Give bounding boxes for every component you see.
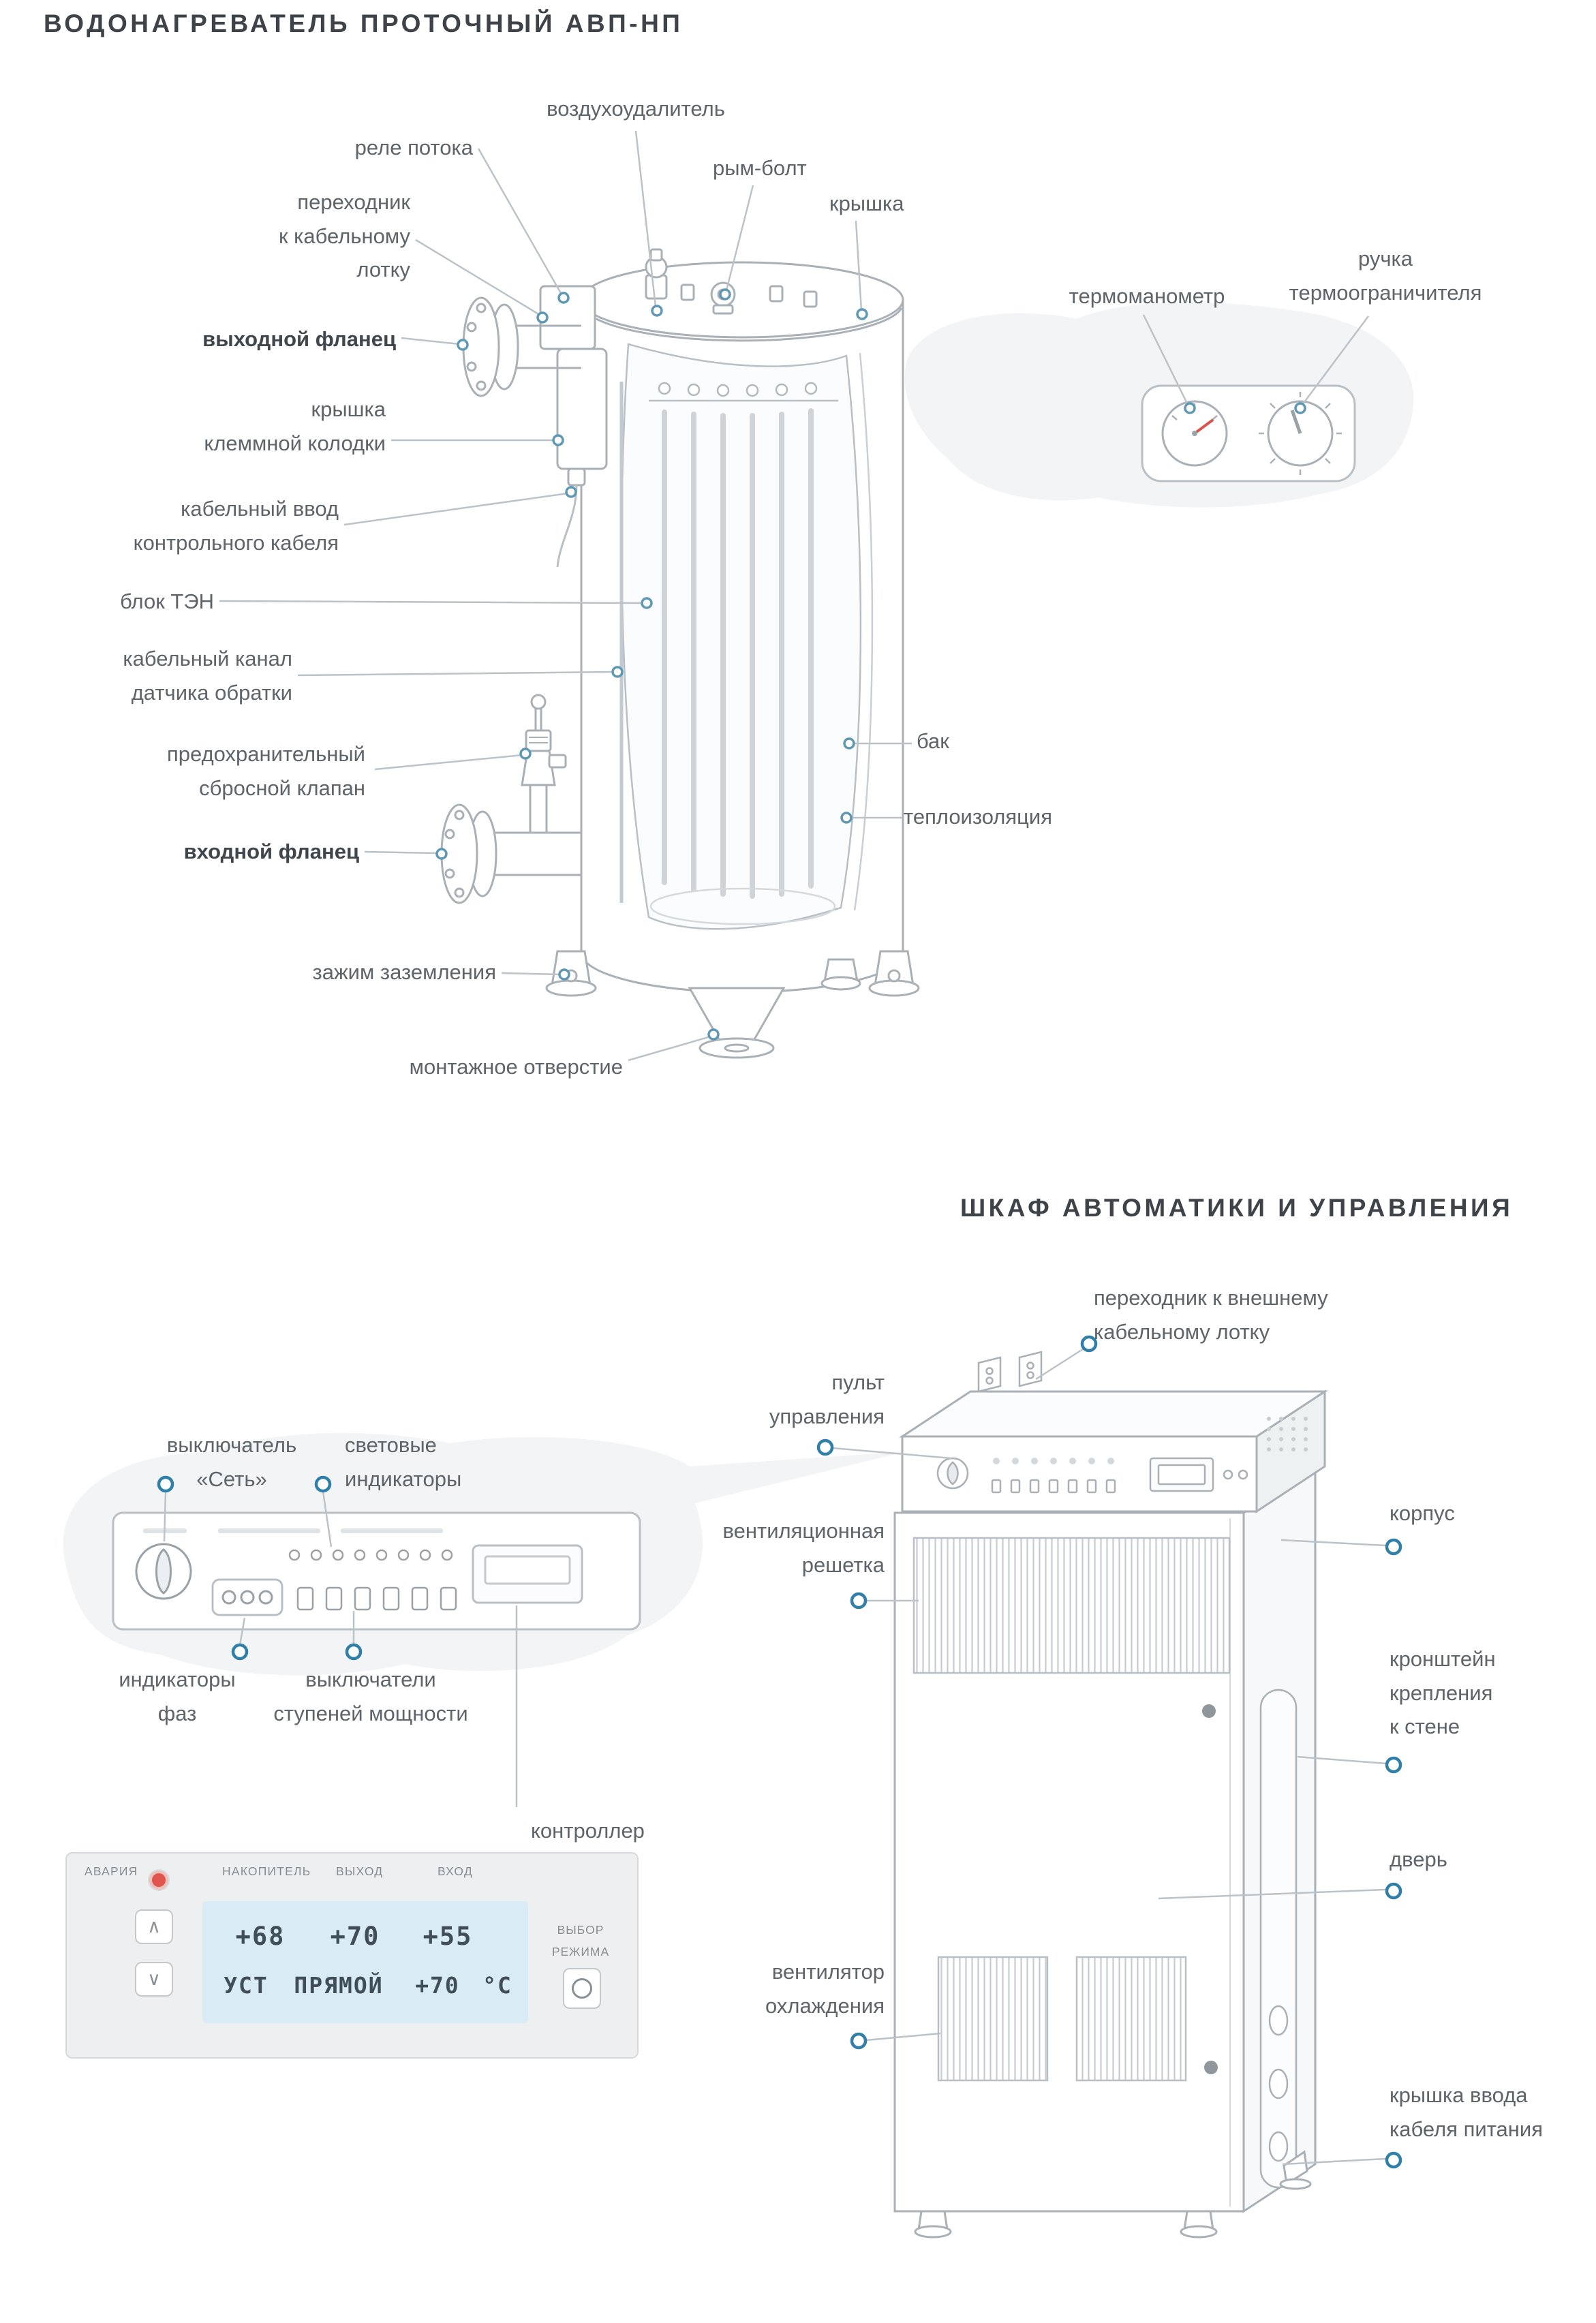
callout-terminal-cover: крышка клеммной колодки — [204, 397, 386, 455]
callout-stage-switches: выключатели ступеней мощности — [273, 1667, 468, 1725]
callout-ground-clamp: зажим заземления — [312, 960, 496, 984]
down-button[interactable]: ∨ — [135, 1962, 173, 1997]
mounting-cone — [688, 987, 786, 1047]
callout-thermomanometer: термоманометр — [1069, 284, 1225, 308]
pult-side-vents — [1267, 1417, 1308, 1451]
lcd-header-output: ВЫХОД — [336, 1864, 384, 1878]
controller-panel: АВАРИЯ НАКОПИТЕЛЬ ВЫХОД ВХОД ∧ ∨ +68 +70… — [65, 1852, 639, 2059]
callout-eye-bolt: рым-болт — [713, 156, 807, 180]
lcd-value-input: +55 — [423, 1922, 473, 1951]
air-vent-fitting — [645, 274, 668, 300]
callout-vent-grille: вентиляционная решетка — [722, 1519, 885, 1577]
callout-lid: крышка — [829, 191, 904, 215]
callout-mounting-hole: монтажное отверстие — [409, 1055, 623, 1079]
lcd-mode-direct: ПРЯМОЙ — [294, 1972, 384, 1999]
lcd-units: °С — [482, 1972, 512, 1999]
callout-external-tray-adapter: переходник к внешнему кабельному лотку — [1094, 1286, 1328, 1344]
lcd-display: +68 +70 +55 УСТ ПРЯМОЙ +70 °С — [202, 1901, 528, 2023]
door-lock-top — [1202, 1704, 1216, 1718]
thermomanometer-detail — [1141, 384, 1356, 482]
terminal-box — [556, 348, 608, 470]
heating-elements — [662, 408, 814, 899]
chevron-up-icon: ∧ — [147, 1916, 161, 1937]
callout-limiter-handle: ручка термоограничителя — [1289, 247, 1482, 305]
up-button[interactable]: ∧ — [135, 1909, 173, 1944]
callout-safety-valve: предохранительный сбросной клапан — [166, 742, 365, 800]
callout-heating-block: блок ТЭН — [120, 589, 214, 613]
callout-outlet-flange: выходной фланец — [202, 327, 396, 351]
chevron-down-icon: ∨ — [147, 1969, 161, 1989]
callout-controller: контроллер — [531, 1819, 645, 1843]
callout-insulation: теплоизоляция — [904, 805, 1053, 829]
cabinet-title: ШКАФ АВТОМАТИКИ И УПРАВЛЕНИЯ — [960, 1194, 1514, 1222]
callout-tank: бак — [917, 729, 949, 753]
callout-air-vent: воздухоудалитель — [547, 97, 725, 121]
lcd-header-input: ВХОД — [438, 1864, 473, 1878]
mode-select-button[interactable] — [563, 1968, 601, 2009]
callout-wall-bracket: кронштейн крепления к стене — [1390, 1647, 1496, 1739]
callout-light-indicators: световые индикаторы — [345, 1433, 462, 1491]
cable-tray-bracket — [977, 1351, 1043, 1393]
callout-flow-relay: реле потока — [354, 136, 473, 159]
callout-control-panel: пульт управления — [769, 1370, 885, 1428]
stage-switches-art — [296, 1586, 457, 1611]
callout-control-cable-entry: кабельный ввод контрольного кабеля — [133, 497, 339, 555]
fan-grille-left — [937, 1956, 1049, 2082]
leader-lines — [163, 130, 1387, 2166]
heater-title: ВОДОНАГРЕВАТЕЛЬ ПРОТОЧНЫЙ АВП-НП — [44, 10, 684, 37]
cabinet-illustration — [112, 1351, 1328, 2239]
heater-illustration — [440, 248, 1356, 1059]
lcd-value-accumulator: +68 — [235, 1922, 286, 1951]
callout-inlet-flange: входной фланец — [183, 840, 359, 863]
callout-phase-indicators: индикаторы фаз — [119, 1667, 236, 1725]
callout-door: дверь — [1390, 1847, 1447, 1871]
panel-detail-art — [112, 1511, 641, 1631]
mode-select-label: ВЫБОР РЕЖИМА — [551, 1923, 610, 1959]
side-cable-channel — [1259, 1689, 1298, 2189]
callout-body: корпус — [1390, 1501, 1455, 1525]
leader-endpoints — [435, 288, 1306, 1041]
lcd-value-output: +70 — [330, 1922, 380, 1951]
callout-power-cable-cover: крышка ввода кабеля питания — [1390, 2083, 1544, 2141]
lcd-header-accumulator: НАКОПИТЕЛЬ — [222, 1864, 311, 1878]
callout-power-switch: выключатель «Сеть» — [166, 1433, 297, 1491]
door-lock-bottom — [1204, 2061, 1218, 2074]
mode-button-ring-icon — [572, 1978, 592, 1999]
callout-dots — [157, 1335, 1402, 2169]
vent-grille-art — [912, 1537, 1231, 1674]
alarm-led-icon — [149, 1871, 168, 1890]
gauge-needle — [1193, 418, 1214, 435]
callout-cable-tray-adapter: переходник к кабельному лотку — [278, 190, 410, 282]
lcd-setpoint: +70 — [415, 1972, 460, 1999]
indicator-leds-art — [288, 1549, 453, 1561]
limiter-knob-mark — [1290, 410, 1302, 434]
callout-cooling-fan: вентилятор охлаждения — [765, 1960, 885, 2018]
fan-grille-right — [1075, 1956, 1187, 2082]
cable-gland — [567, 467, 586, 487]
alarm-label: АВАРИЯ — [85, 1864, 138, 1878]
lcd-mode-set: УСТ — [224, 1972, 268, 1999]
callout-return-sensor-channel: кабельный канал датчика обратки — [123, 647, 292, 705]
